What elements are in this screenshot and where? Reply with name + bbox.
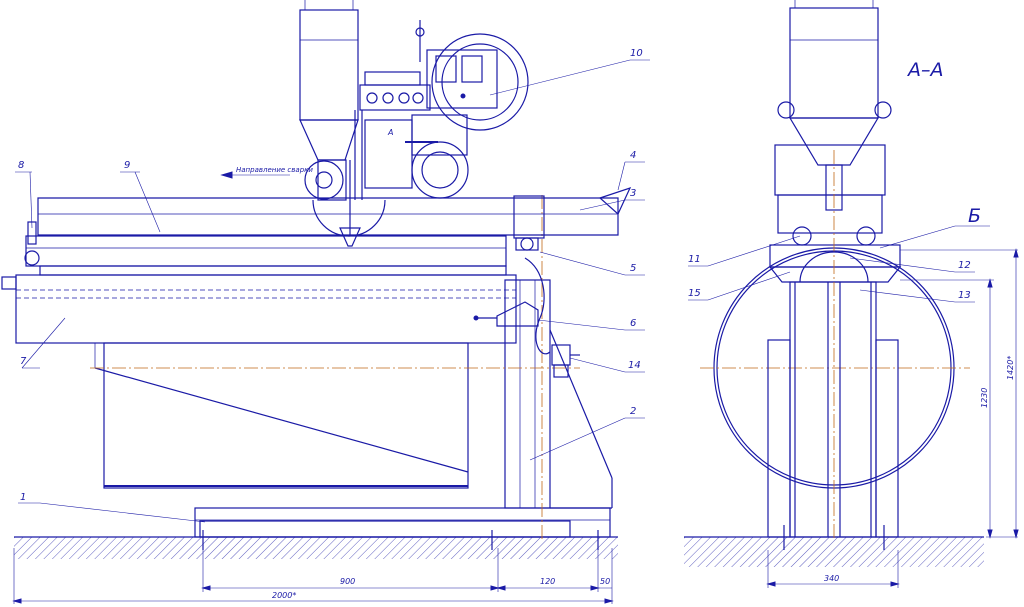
callout-2: 2	[630, 406, 636, 417]
support-post	[513, 195, 545, 239]
drive-motor	[411, 141, 469, 199]
dim-340: 340	[824, 574, 839, 583]
ground-side	[684, 537, 984, 567]
callouts: 1 2 3 4 5 6 7 8 9 10	[15, 48, 975, 523]
beam	[15, 274, 517, 344]
direction-note: Направление сварки	[236, 166, 313, 174]
dim-50: 50	[600, 577, 610, 586]
control-panel	[359, 84, 431, 111]
tank	[103, 342, 469, 489]
callout-9: 9	[124, 160, 130, 171]
welding-tractor: А	[299, 0, 529, 247]
callout-13: 13	[958, 290, 971, 301]
callout-1: 1	[20, 492, 26, 503]
dim-120: 120	[540, 577, 555, 586]
callout-4: 4	[630, 150, 636, 161]
cut-marker: А	[387, 128, 393, 137]
dim-1230: 1230	[980, 388, 989, 408]
guide-wheel	[304, 160, 344, 200]
callout-8: 8	[18, 160, 24, 171]
column	[504, 279, 551, 509]
dim-900: 900	[340, 577, 355, 586]
top-rail	[37, 197, 619, 236]
end-clamp	[24, 250, 40, 266]
flux-hopper	[299, 9, 359, 121]
detail-label: Б	[968, 205, 981, 227]
callout-14: 14	[628, 360, 641, 371]
section-label: А–А	[906, 59, 944, 81]
ground-front	[14, 537, 618, 559]
dim-2000: 2000*	[272, 591, 296, 600]
side-dimensions: 1230 1420* 340	[766, 248, 1019, 588]
clamp-fingers	[25, 235, 507, 267]
callout-6: 6	[630, 318, 636, 329]
callout-5: 5	[630, 263, 636, 274]
section-view: 1230 1420* 340 А–А Б	[684, 0, 1019, 588]
callout-7: 7	[20, 356, 27, 367]
front-view: А Направление сварки	[1, 0, 632, 604]
callout-12: 12	[958, 260, 971, 271]
mandrel-column	[789, 281, 877, 538]
callout-15: 15	[688, 288, 701, 299]
side-hopper	[789, 7, 879, 119]
wire-reel	[431, 33, 529, 131]
control-unit	[496, 301, 539, 327]
front-dimensions: 900 120 50 2000*	[12, 548, 614, 604]
base-plate	[194, 507, 611, 538]
callout-11: 11	[688, 254, 701, 265]
dim-1420: 1420*	[1006, 356, 1015, 380]
callout-3: 3	[630, 188, 636, 199]
callout-10: 10	[630, 48, 643, 59]
